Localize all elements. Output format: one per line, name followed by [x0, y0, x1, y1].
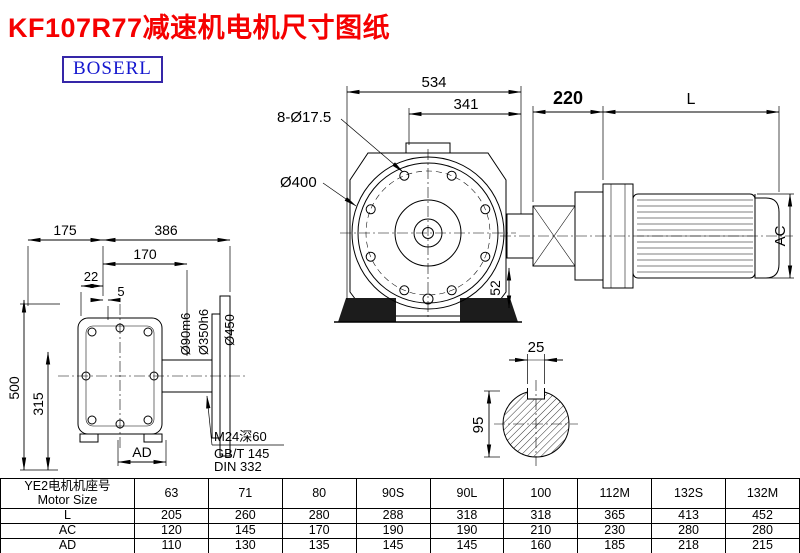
- motor-dimensions: 220 L AC: [532, 88, 794, 279]
- size-71: 71: [207, 478, 283, 509]
- table-row-AD: AD 110 130 135 145 145 160 185 218 215: [0, 538, 800, 553]
- brand-logo: BOSERL: [62, 56, 163, 83]
- header-cn: YE2电机机座号: [24, 478, 111, 493]
- standard-note-din: DIN 332: [214, 459, 262, 474]
- dim-AC-label: AC: [772, 225, 789, 246]
- cell-AD-132M: 215: [725, 538, 800, 553]
- standard-note-gbt: GB/T 145: [214, 446, 269, 461]
- cell-L-132S: 413: [651, 508, 726, 524]
- dim-22-label: 22: [84, 269, 98, 284]
- dim-170-label: 170: [133, 246, 157, 262]
- cell-AC-80: 170: [281, 523, 357, 539]
- dim-341-label: 341: [453, 96, 478, 113]
- cell-L-132M: 452: [725, 508, 800, 524]
- header-en: Motor Size: [37, 492, 98, 507]
- shaft-height-label: 95: [470, 417, 487, 434]
- cell-L-80: 280: [281, 508, 357, 524]
- cell-AD-112M: 185: [577, 538, 653, 553]
- cell-L-90L: 318: [429, 508, 505, 524]
- bolt-holes-label: 8-Ø17.5: [277, 109, 331, 126]
- dim-534-label: 534: [421, 74, 446, 91]
- dim-500-label: 500: [6, 376, 22, 400]
- cell-AC-63: 120: [134, 523, 209, 539]
- size-132M: 132M: [725, 478, 800, 509]
- side-foot-right: [143, 433, 163, 443]
- table-row-L: L 205 260 280 288 318 318 365 413 452: [0, 508, 800, 524]
- dim-175-label: 175: [53, 222, 77, 238]
- cell-AD-90L: 145: [429, 538, 505, 553]
- cell-L-71: 260: [207, 508, 283, 524]
- flange-od-label: Ø450: [222, 314, 237, 346]
- size-100: 100: [503, 478, 579, 509]
- page-title: KF107R77减速机电机尺寸图纸: [8, 13, 391, 43]
- size-132S: 132S: [651, 478, 726, 509]
- right-foot: [460, 298, 518, 322]
- table-header-motor-size: YE2电机机座号 Motor Size: [0, 478, 135, 509]
- row-label-AC: AC: [0, 523, 135, 539]
- cell-AD-132S: 218: [651, 538, 726, 553]
- cell-AD-63: 110: [134, 538, 209, 553]
- motor-fins: [637, 199, 753, 273]
- shaft-section-drawing: 25 95: [470, 339, 578, 466]
- flange-diameter-label: Ø400: [280, 174, 317, 191]
- front-view-dimensions: 534 341 8-Ø17.5 Ø400 52: [277, 74, 522, 309]
- side-view-dimensions: 175 386 170 22 5 500 315 Ø90m6 Ø350h6 Ø4…: [6, 222, 284, 474]
- dim-L-label: L: [687, 91, 696, 108]
- row-label-AD: AD: [0, 538, 135, 553]
- dim-5-label: 5: [117, 284, 124, 299]
- size-63: 63: [134, 478, 209, 509]
- cell-L-100: 318: [503, 508, 579, 524]
- motor-size-table: YE2电机机座号 Motor Size 63 71 80 90S 90L 100…: [0, 478, 800, 553]
- side-view-drawing: [58, 295, 246, 457]
- shaft-diameter-label: Ø90m6: [178, 313, 193, 356]
- cell-AC-112M: 230: [577, 523, 653, 539]
- bolt-holes: [365, 170, 491, 296]
- keyway-cut: [527, 386, 545, 399]
- size-80: 80: [281, 478, 357, 509]
- side-foot-left: [79, 433, 99, 443]
- cell-AC-100: 210: [503, 523, 579, 539]
- left-foot: [338, 298, 396, 322]
- technical-drawing: 534 341 8-Ø17.5 Ø400 52 220 L: [6, 74, 794, 474]
- table-header-row: YE2电机机座号 Motor Size 63 71 80 90S 90L 100…: [0, 478, 800, 509]
- cell-L-90S: 288: [355, 508, 431, 524]
- dim-AD-label: AD: [132, 444, 151, 460]
- cell-AD-71: 130: [207, 538, 283, 553]
- spigot-diameter-label: Ø350h6: [196, 309, 211, 355]
- cell-L-63: 205: [134, 508, 209, 524]
- front-view-drawing: [334, 142, 522, 323]
- table-row-AC: AC 120 145 170 190 190 210 230 280 280: [0, 523, 800, 539]
- key-width-label: 25: [528, 339, 545, 356]
- cell-AC-132S: 280: [651, 523, 726, 539]
- size-112M: 112M: [577, 478, 653, 509]
- center-hole-note: M24深60: [214, 429, 267, 444]
- dim-52-label: 52: [487, 280, 503, 296]
- cell-AC-90L: 190: [429, 523, 505, 539]
- motor-drawing: [500, 183, 793, 289]
- size-90S: 90S: [355, 478, 431, 509]
- dim-386-label: 386: [154, 222, 178, 238]
- dim-220-label: 220: [553, 88, 583, 108]
- row-label-L: L: [0, 508, 135, 524]
- dim-315-label: 315: [30, 392, 46, 416]
- cell-AD-80: 135: [281, 538, 357, 553]
- size-90L: 90L: [429, 478, 505, 509]
- cell-AD-100: 160: [503, 538, 579, 553]
- cell-AC-132M: 280: [725, 523, 800, 539]
- cell-L-112M: 365: [577, 508, 653, 524]
- cell-AD-90S: 145: [355, 538, 431, 553]
- cell-AC-71: 145: [207, 523, 283, 539]
- cell-AC-90S: 190: [355, 523, 431, 539]
